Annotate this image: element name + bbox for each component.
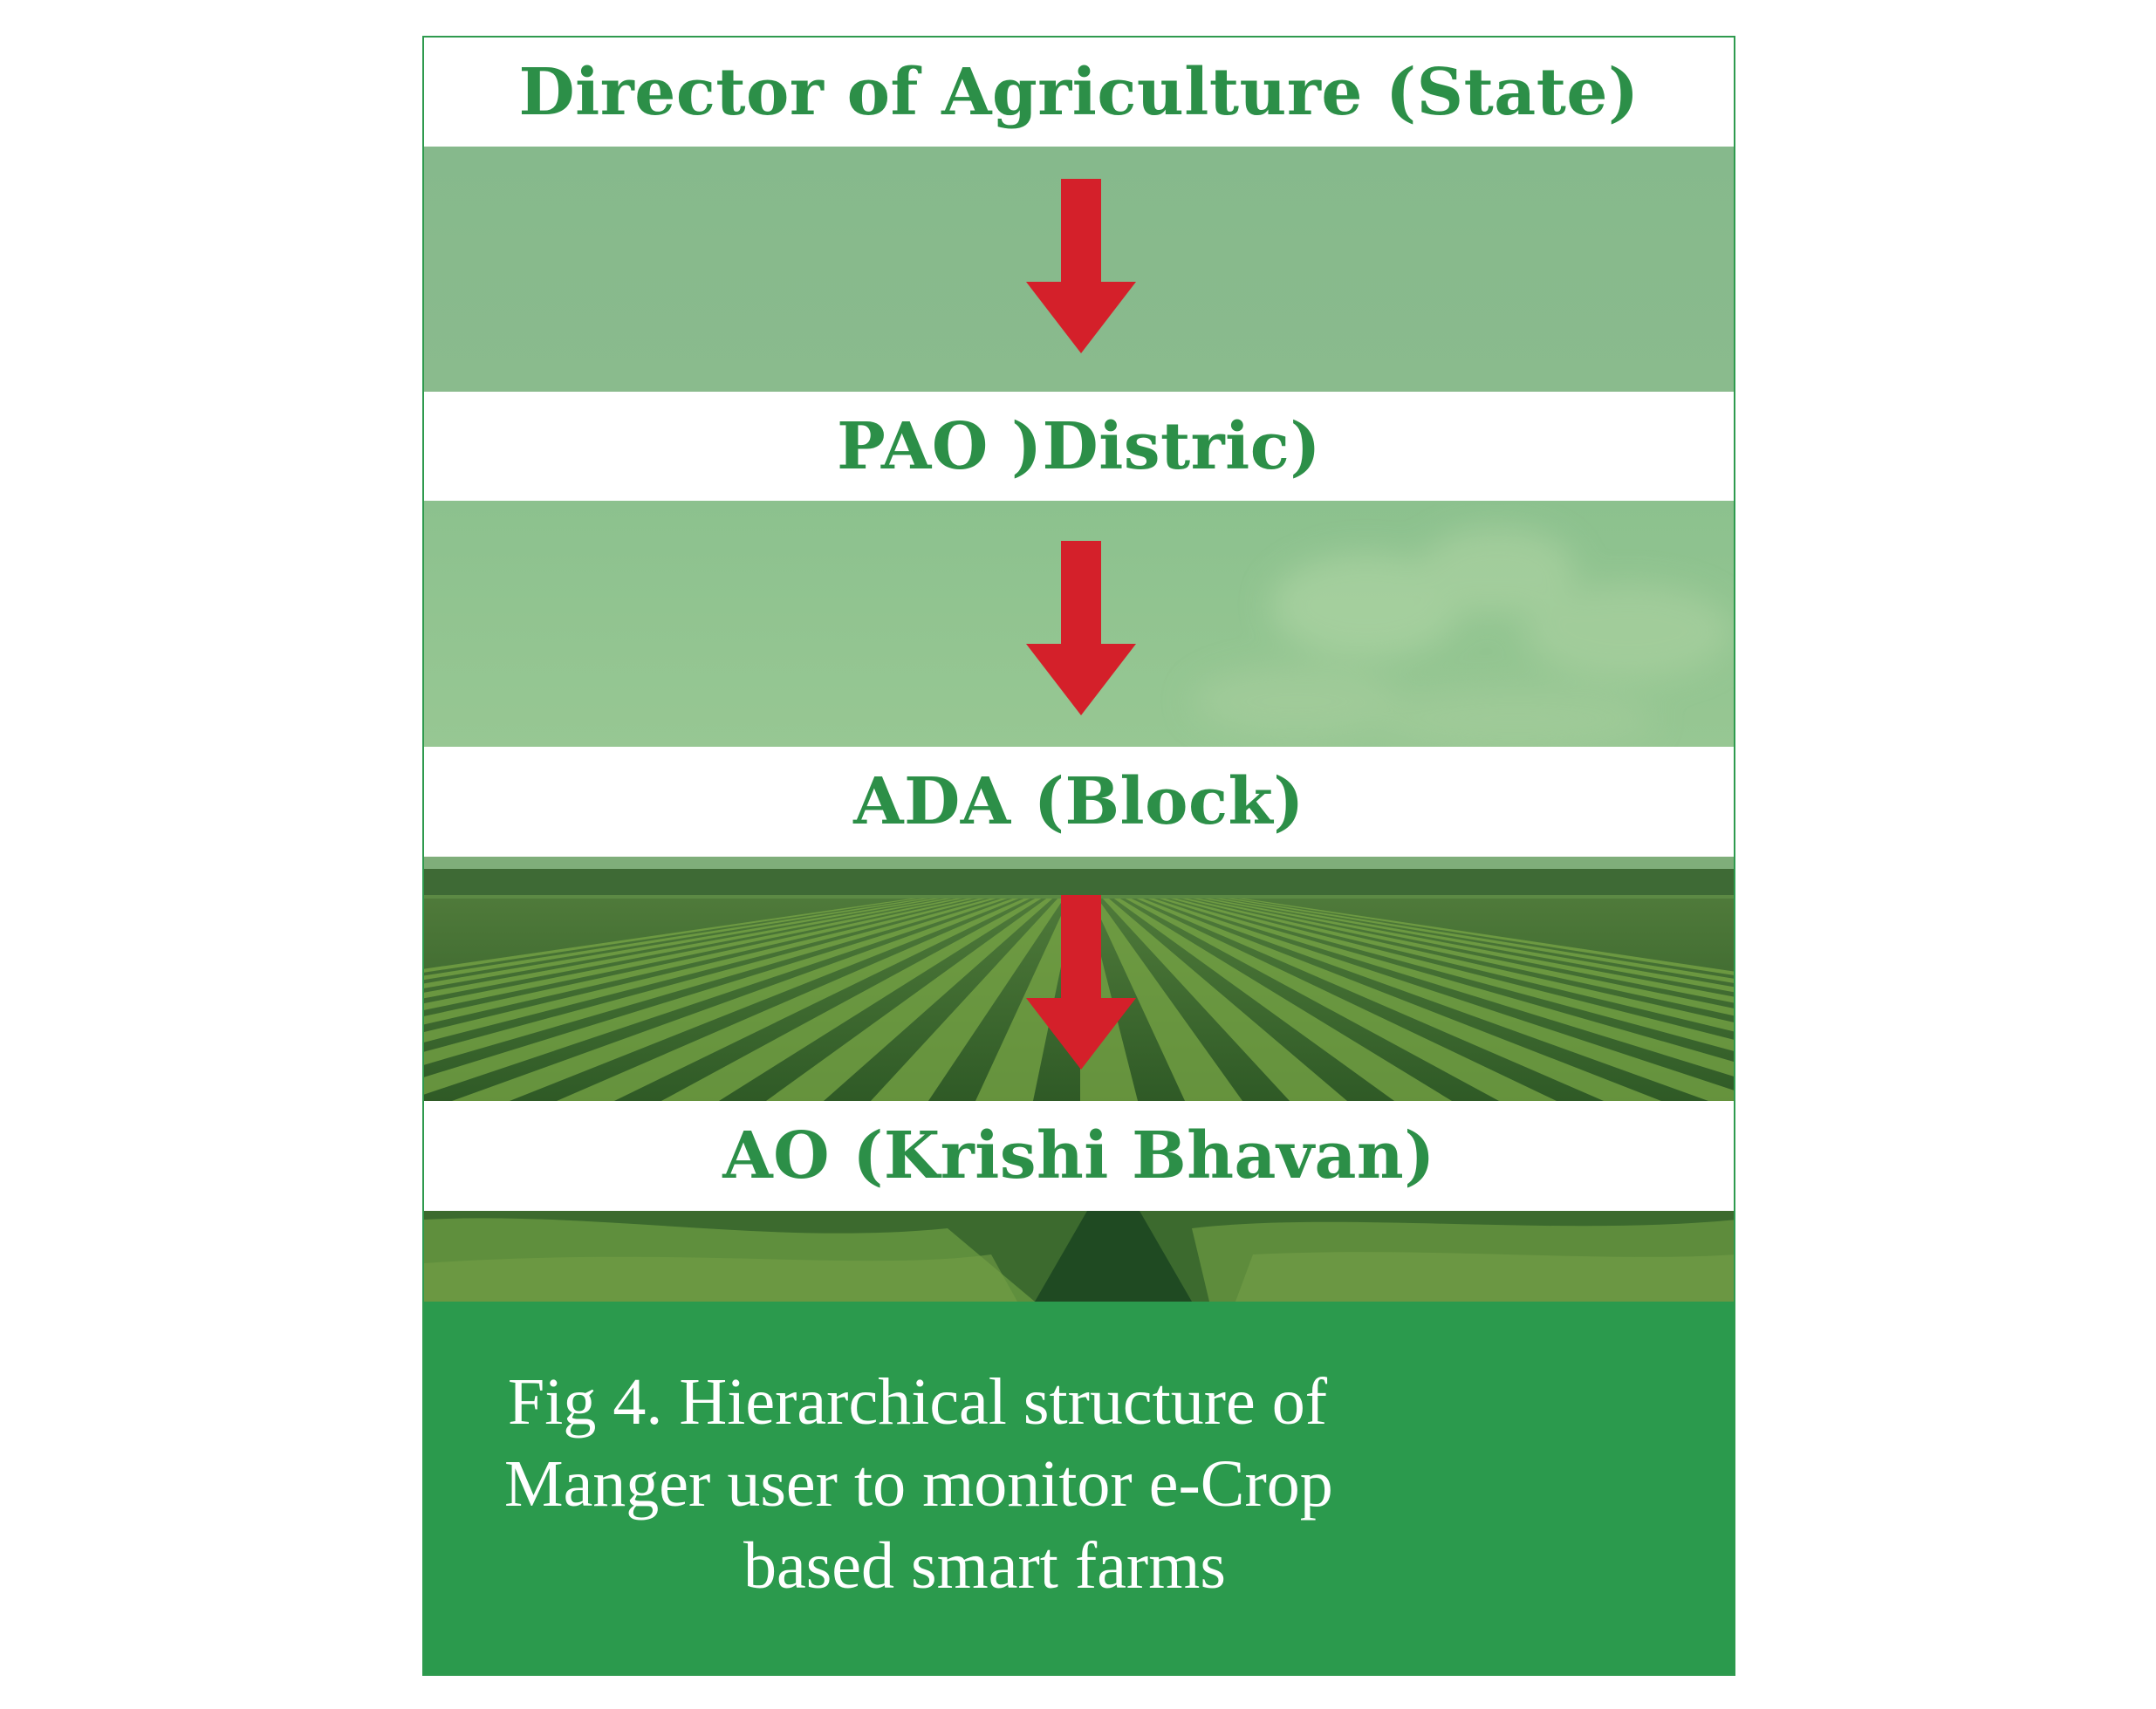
background-field-band-lower [424,1211,1734,1302]
down-arrow-icon [1026,541,1136,715]
background-field-band [424,857,1734,1101]
caption-box: Fig 4. Hierarchical structure of Manger … [424,1302,1734,1674]
level-label: AO (Krishi Bhavan) [722,1118,1435,1193]
down-arrow-icon [1026,179,1136,353]
caption-line-2: Manger user to monitor e-Crop [504,1447,1333,1521]
caption-line-1: Fig 4. Hierarchical structure of [508,1365,1328,1439]
level-label: ADA (Block) [853,763,1304,839]
hierarchy-figure: Director of Agriculture (State) PAO )Dis… [422,36,1735,1676]
level-ada-block: ADA (Block) [424,747,1734,856]
down-arrow-icon [1026,895,1136,1070]
level-pao-district: PAO )Distric) [424,392,1734,501]
caption-line-3: based smart farms [743,1529,1226,1603]
level-director-state: Director of Agriculture (State) [424,38,1734,147]
level-ao-krishi-bhavan: AO (Krishi Bhavan) [424,1101,1734,1210]
level-label: PAO )Distric) [837,408,1321,484]
level-label: Director of Agriculture (State) [518,54,1639,130]
